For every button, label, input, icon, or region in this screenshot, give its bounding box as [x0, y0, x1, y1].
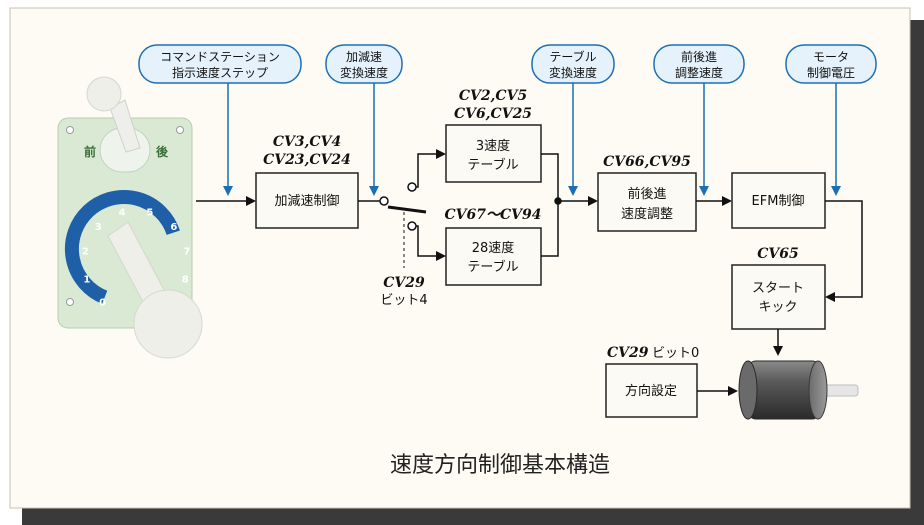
block-3speed-table-line2: テーブル	[467, 157, 518, 173]
flow-lines	[196, 149, 863, 396]
cv-label-cv29-dir-bit: ビット0	[652, 346, 699, 361]
block-accel-control: 加減速制御	[255, 172, 359, 229]
bubble-command-step-line2: 指示速度ステップ	[172, 65, 268, 80]
direction-lever-knob	[86, 76, 122, 112]
bubble-table-speed-line2: 変換速度	[549, 65, 597, 80]
cv-label-accel-2: CV23,CV24	[263, 152, 351, 168]
bubble-motor-voltage: モータ 制御電圧	[785, 44, 877, 84]
block-fwd-rev-line1: 前後進	[627, 186, 666, 202]
bubble-command-step: コマンドステーション 指示速度ステップ	[138, 44, 302, 84]
motor-icon	[738, 360, 859, 420]
block-3speed-table-line1: 3速度	[476, 138, 510, 154]
block-28speed-table-line1: 28速度	[472, 240, 515, 256]
dial-number: 7	[183, 247, 190, 258]
cv-label-accel-1: CV3,CV4	[273, 134, 341, 150]
dial-number: 6	[170, 222, 177, 233]
bubble-command-step-line1: コマンドステーション	[160, 50, 280, 64]
diagram-caption: 速度方向制御基本構造	[390, 453, 610, 478]
bubble-motor-voltage-line2: 制御電圧	[807, 65, 855, 80]
dial-number: 3	[95, 222, 102, 233]
cv-label-table3-1: CV2,CV5	[459, 88, 527, 104]
block-start-kick-line2: キック	[758, 300, 797, 315]
dial-number: 8	[182, 274, 189, 285]
block-fwd-rev-line2: 速度調整	[621, 206, 673, 222]
dial-number: 1	[83, 274, 90, 285]
block-28speed-table: 28速度 テーブル	[445, 227, 542, 286]
screw-icon	[66, 126, 74, 134]
block-efm-control-label: EFM制御	[752, 194, 805, 209]
speed-dial-arc	[64, 189, 180, 304]
block-fwd-rev-speed-adjust: 前後進 速度調整	[597, 172, 697, 232]
block-3speed-table: 3速度 テーブル	[445, 124, 542, 183]
flow-line	[541, 153, 559, 257]
block-efm-control: EFM制御	[731, 172, 826, 229]
direction-lever-stem	[109, 99, 141, 153]
switch-contact-upper	[407, 182, 417, 192]
bubble-accel-decel-line2: 変換速度	[340, 65, 388, 80]
flow-arrow	[416, 149, 446, 188]
switch-contact-lower	[407, 221, 417, 231]
cv-label-cv29-switch-bit: ビット4	[380, 293, 427, 308]
controller-panel: 前 後 0123456789	[57, 76, 203, 359]
cv-label-table28: CV67～CV94	[445, 207, 542, 223]
cv-label-cv29-dir: CV29	[607, 345, 649, 361]
dial-number: 4	[119, 207, 126, 218]
cv-label-fwdrev: CV66,CV95	[603, 154, 691, 170]
bubble-fwd-rev-adjust-line2: 調整速度	[675, 65, 723, 80]
bubble-accel-decel: 加減速 変換速度	[325, 44, 403, 84]
flow-arrow	[825, 200, 863, 302]
block-start-kick: スタート キック	[731, 264, 826, 330]
callout-arrows	[223, 83, 841, 196]
switch-blade	[387, 205, 427, 214]
block-28speed-table-line2: テーブル	[467, 259, 518, 275]
bubble-table-speed-line1: テーブル	[549, 49, 596, 64]
block-start-kick-line1: スタート	[752, 281, 804, 296]
cv-label-cv29-switch: CV29	[383, 275, 425, 291]
block-accel-control-label: 加減速制御	[274, 193, 339, 209]
dial-number: 0	[99, 297, 106, 308]
block-direction-setting: 方向設定	[605, 363, 698, 418]
cv-label-kick: CV65	[757, 246, 799, 262]
dial-number: 5	[146, 207, 153, 218]
screw-icon	[176, 126, 184, 134]
speed-lever-knob	[133, 289, 203, 359]
bubble-fwd-rev-adjust: 前後進 調整速度	[653, 44, 745, 84]
cv-label-table3-2: CV6,CV25	[454, 106, 532, 122]
forward-label: 前	[84, 144, 96, 159]
bubble-motor-voltage-line1: モータ	[813, 50, 849, 64]
flow-arrow	[416, 225, 446, 261]
reverse-label: 後	[156, 144, 169, 159]
bubble-table-speed: テーブル 変換速度	[531, 44, 615, 84]
bubble-fwd-rev-adjust-line1: 前後進	[681, 49, 717, 64]
bubble-accel-decel-line1: 加減速	[346, 49, 382, 64]
block-direction-setting-label: 方向設定	[625, 383, 677, 399]
screw-icon	[66, 298, 74, 306]
dial-number: 2	[82, 247, 89, 258]
switch-pivot	[379, 196, 389, 206]
